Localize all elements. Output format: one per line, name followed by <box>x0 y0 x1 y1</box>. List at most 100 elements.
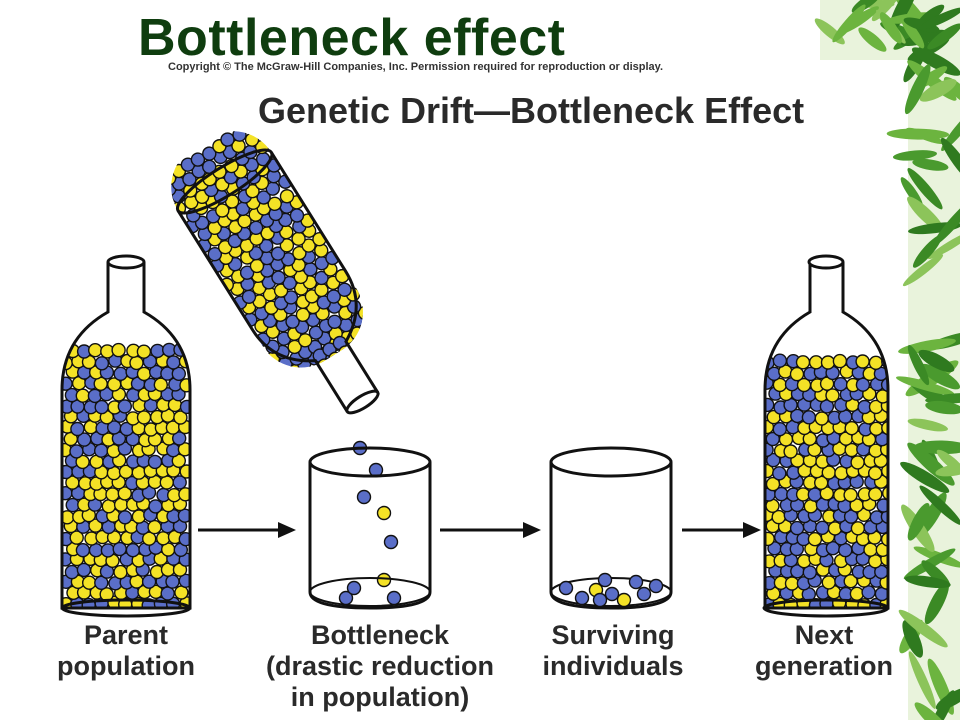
marble <box>868 355 884 370</box>
marble <box>265 181 280 196</box>
leaf <box>900 461 950 493</box>
leaf <box>911 47 960 76</box>
leaf <box>925 400 960 415</box>
leaf <box>858 27 887 52</box>
marble <box>231 138 246 154</box>
marble <box>160 586 175 601</box>
bottleneck-beaker <box>308 446 432 610</box>
marble <box>155 531 171 546</box>
stage-label-next: Next generation <box>735 620 913 682</box>
marble <box>177 508 190 523</box>
marble <box>166 355 181 370</box>
leaf <box>941 104 960 152</box>
pouring-bottle <box>161 118 380 415</box>
marble <box>81 575 97 590</box>
marble <box>765 442 774 457</box>
marble <box>636 586 652 602</box>
marble <box>75 543 91 558</box>
marble <box>604 586 620 602</box>
marble <box>271 270 286 285</box>
marble <box>772 466 787 481</box>
marble <box>141 531 157 546</box>
marble <box>94 356 110 371</box>
stage-label-surviving: Surviving individuals <box>528 620 698 682</box>
leaf <box>918 7 960 30</box>
marble <box>159 475 175 490</box>
bottleneck-marbles <box>338 580 402 606</box>
marble <box>279 369 294 384</box>
leaf <box>920 363 960 390</box>
marble <box>314 282 329 298</box>
marble <box>765 531 775 547</box>
marble <box>386 590 402 606</box>
marble <box>765 397 775 413</box>
marble <box>242 118 257 134</box>
leaf <box>919 485 960 525</box>
marble <box>105 487 120 502</box>
marble <box>592 592 608 608</box>
marble <box>70 421 85 437</box>
marble <box>772 353 788 368</box>
bamboo-leaves-decoration <box>814 0 960 720</box>
arrow-icon <box>682 522 761 538</box>
marble <box>850 521 866 536</box>
stage-label-parent: Parent population <box>40 620 212 682</box>
marble <box>179 399 190 415</box>
marble <box>153 377 169 392</box>
marble <box>795 355 811 370</box>
marble <box>807 532 823 547</box>
marble <box>165 574 180 589</box>
marble <box>868 466 883 481</box>
leaf <box>914 440 960 455</box>
marble <box>94 575 109 590</box>
label-line: generation <box>754 651 894 681</box>
marble <box>833 377 848 392</box>
slide-title: Bottleneck effect <box>138 9 566 67</box>
marble <box>339 370 354 385</box>
marble <box>75 454 90 470</box>
marble <box>814 411 829 426</box>
label-line: population <box>57 651 195 681</box>
leaf <box>924 581 950 625</box>
marble <box>136 344 152 359</box>
marble <box>880 377 888 392</box>
marble <box>783 444 798 459</box>
marble <box>345 379 361 385</box>
marble <box>69 530 84 545</box>
marble <box>850 455 865 470</box>
marble <box>881 463 888 479</box>
figure-title: Genetic Drift—Bottleneck Effect <box>258 90 805 131</box>
marble <box>868 487 883 502</box>
arrow-icon <box>198 522 296 538</box>
surviving-marbles <box>558 572 664 608</box>
marble <box>597 572 613 588</box>
marble <box>327 314 342 329</box>
marble <box>289 208 305 223</box>
leaf <box>906 127 944 145</box>
copyright-notice: Copyright © The McGraw-Hill Companies, I… <box>168 61 664 73</box>
label-line: individuals <box>542 651 684 681</box>
marble <box>147 519 162 535</box>
leaf <box>914 702 951 720</box>
marble <box>279 189 295 204</box>
marble <box>843 487 858 503</box>
marble <box>838 542 853 558</box>
marble <box>820 355 836 370</box>
marble <box>784 576 800 591</box>
label-line: Surviving <box>551 620 675 650</box>
marble <box>376 505 392 521</box>
marble <box>172 475 187 490</box>
leaf <box>904 64 931 115</box>
label-line: Bottleneck <box>310 620 450 650</box>
leaf <box>902 620 924 658</box>
marble <box>346 580 362 596</box>
leaf <box>919 78 957 102</box>
marble <box>113 366 128 381</box>
falling-marbles <box>352 440 399 588</box>
marble <box>844 421 859 436</box>
leaf <box>832 4 866 43</box>
leaf <box>898 609 948 648</box>
marble <box>861 585 876 600</box>
marble <box>173 410 188 425</box>
